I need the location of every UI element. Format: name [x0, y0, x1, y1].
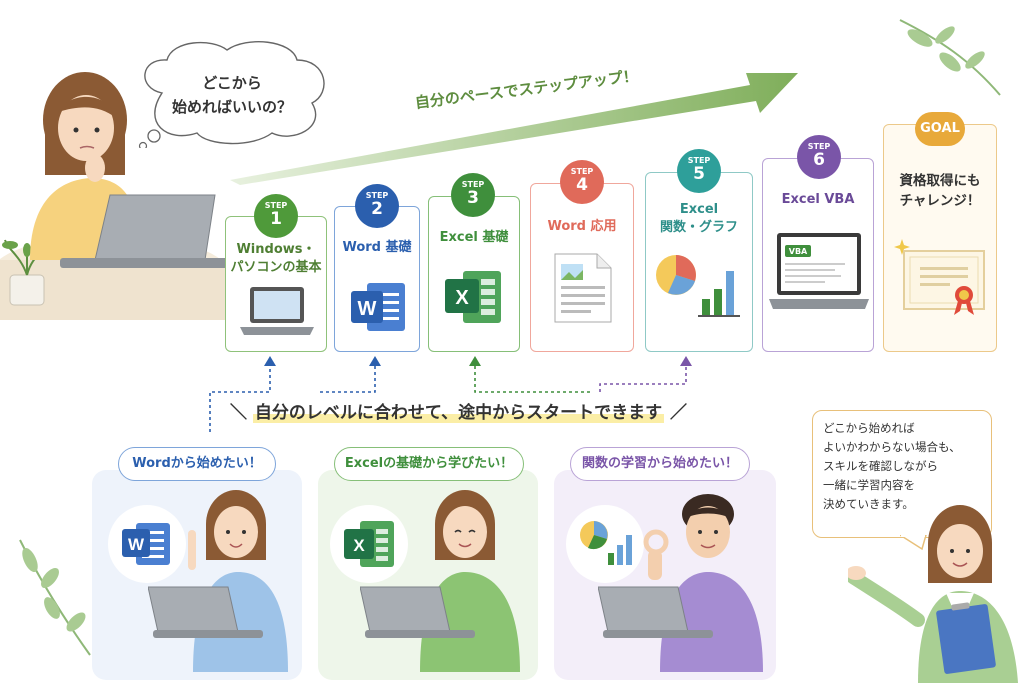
laptop-icon — [240, 287, 314, 335]
goal-line-2: チャレンジ！ — [899, 193, 981, 209]
svg-text:X: X — [353, 536, 365, 555]
speech-line-5: 決めていきます。 — [823, 497, 914, 511]
step-5-number: 5 — [693, 164, 705, 184]
speech-line-1: どこから始めれば — [823, 421, 915, 435]
svg-text:W: W — [358, 298, 377, 320]
step-2-badge: STEP 2 — [355, 184, 399, 228]
goal-badge: GOAL — [915, 112, 965, 146]
progress-arrow — [230, 73, 798, 185]
instructor-speech-bubble: どこから始めれば よいかわからない場合も、 スキルを確認しながら 一緒に学習内容… — [812, 410, 992, 538]
step-1-title-line1: Windows・ — [236, 242, 316, 257]
step-3-number: 3 — [467, 188, 479, 208]
woman-pointing-illustration — [148, 490, 288, 672]
speech-tail — [900, 535, 927, 551]
step-4-number: 4 — [576, 175, 588, 195]
step-3-title: Excel 基礎 — [439, 230, 509, 245]
step-1-badge: STEP 1 — [254, 194, 298, 238]
excel-icon: X — [445, 271, 501, 323]
step-6-number: 6 — [813, 150, 825, 170]
certificate-icon — [894, 239, 985, 315]
step-6-badge: STEP 6 — [797, 135, 841, 179]
step-2-card[interactable]: Word 基礎 W — [334, 206, 420, 352]
step-2-title: Word 基礎 — [342, 240, 412, 255]
slogan-close: ／ — [670, 403, 687, 423]
step-5-badge: STEP 5 — [677, 149, 721, 193]
step-1-title-line2: パソコンの基本 — [230, 260, 322, 275]
speech-line-2: よいかわからない場合も、 — [823, 440, 961, 454]
step-4-title: Word 応用 — [547, 219, 617, 234]
step-4-card[interactable]: Word 応用 — [530, 183, 634, 352]
vba-label: VBA — [788, 247, 808, 256]
step-6-label: STEP — [807, 142, 831, 151]
step-5-title-line1: Excel — [679, 202, 719, 217]
step-4-label: STEP — [570, 167, 594, 176]
speech-line-4: 一緒に学習内容を — [823, 478, 915, 492]
slogan-open: ＼ — [230, 403, 247, 423]
thought-line-2: 始めればいいの？ — [171, 98, 292, 116]
woman-smiling-illustration — [360, 490, 520, 672]
entry-icon-circle-functions — [566, 505, 644, 583]
leaf-decoration-icon — [899, 19, 1001, 96]
leaf-decoration-icon — [19, 539, 91, 656]
step-1-number: 1 — [270, 209, 282, 229]
entry-pill-excel[interactable]: Excelの基礎から学びたい！ — [334, 447, 524, 481]
slogan: ＼ 自分のレベルに合わせて、途中からスタートできます ／ — [230, 398, 790, 423]
step-5-card[interactable]: Excel 関数・グラフ — [645, 172, 753, 352]
goal-line-1: 資格取得にも — [899, 173, 981, 189]
thought-line-1: どこから — [202, 74, 262, 92]
entry-icon-circle-word: W — [108, 505, 186, 583]
speech-line-3: スキルを確認しながら — [823, 459, 938, 473]
step-3-card[interactable]: Excel 基礎 X — [428, 196, 520, 352]
step-3-label: STEP — [461, 180, 485, 189]
thinking-woman-illustration — [0, 72, 230, 320]
thought-bubble: どこから 始めればいいの？ — [132, 38, 332, 148]
word-icon: W — [122, 523, 170, 565]
entry-arrows — [209, 356, 692, 432]
entry-pill-functions[interactable]: 関数の学習から始めたい！ — [570, 447, 750, 481]
vba-laptop-icon — [769, 233, 869, 309]
man-ok-sign-illustration — [598, 494, 763, 672]
step-2-label: STEP — [365, 191, 389, 200]
step-3-badge: STEP 3 — [451, 173, 495, 217]
svg-text:X: X — [455, 287, 469, 309]
step-5-title-line2: 関数・グラフ — [659, 220, 738, 235]
chart-icon — [656, 255, 740, 317]
step-6-title: Excel VBA — [781, 192, 855, 207]
excel-icon: X — [344, 521, 394, 567]
goal-card[interactable]: 資格取得にも チャレンジ！ — [883, 124, 997, 352]
instructor-illustration — [848, 505, 1018, 683]
step-6-card[interactable]: Excel VBA VBA — [762, 158, 874, 352]
entry-icon-circle-excel: X — [330, 505, 408, 583]
word-icon: W — [351, 283, 405, 331]
entry-pill-word[interactable]: Wordから始めたい！ — [118, 447, 276, 481]
svg-text:W: W — [128, 535, 145, 554]
step-5-label: STEP — [687, 156, 711, 165]
step-1-label: STEP — [264, 201, 288, 210]
slogan-text: 自分のレベルに合わせて、途中からスタートできます — [252, 403, 665, 423]
step-4-badge: STEP 4 — [560, 160, 604, 204]
step-1-card[interactable]: Windows・ パソコンの基本 — [225, 216, 327, 352]
step-2-number: 2 — [371, 199, 383, 219]
document-icon — [554, 253, 612, 323]
chart-icon — [580, 521, 632, 565]
